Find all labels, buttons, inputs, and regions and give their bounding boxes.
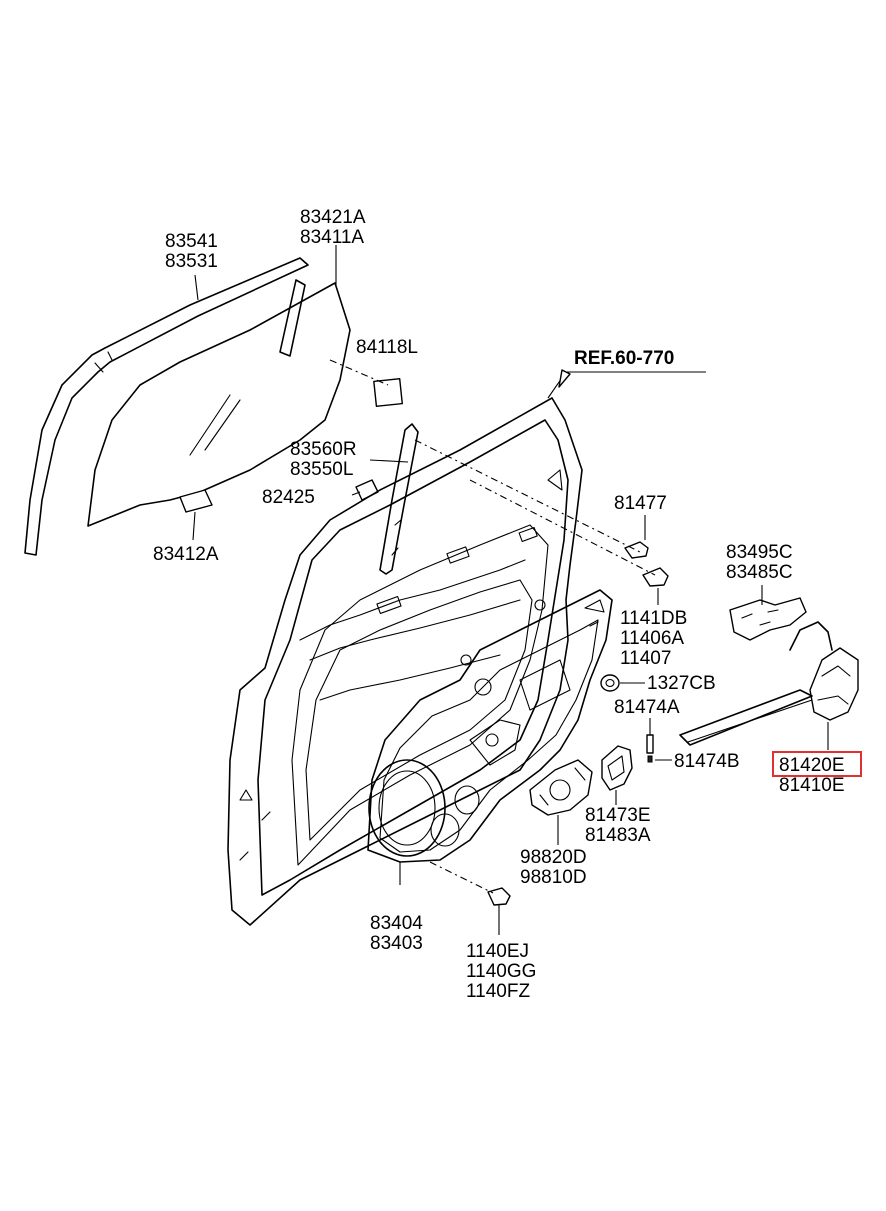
reference-label: REF.60-770 <box>574 348 674 369</box>
label-81410E: 81410E <box>779 775 845 796</box>
label-81474A: 81474A <box>614 697 680 718</box>
label-83412A: 83412A <box>153 544 219 565</box>
label-1140EJ: 1140EJ <box>466 941 529 962</box>
label-98820D: 98820D <box>520 847 587 868</box>
label-84118L: 84118L <box>356 337 418 358</box>
module-panel <box>367 589 613 863</box>
label-81483A: 81483A <box>585 825 651 846</box>
label-1141DB: 1141DB <box>620 608 687 629</box>
hardware <box>487 541 859 906</box>
label-81477: 81477 <box>614 493 667 514</box>
part-labels: REF.60-770 83541 83531 83421A 83411A 841… <box>153 207 862 1002</box>
door-glass-assembly <box>24 257 403 556</box>
label-81473E: 81473E <box>585 805 651 826</box>
door-shell <box>227 397 583 926</box>
label-83411A: 83411A <box>300 227 364 248</box>
leader-lines <box>192 245 829 935</box>
label-1140FZ: 1140FZ <box>466 981 530 1002</box>
label-83560R: 83560R <box>290 439 357 460</box>
label-83495C: 83495C <box>726 542 793 563</box>
label-83531: 83531 <box>165 251 218 272</box>
label-11407: 11407 <box>620 648 671 669</box>
label-81474B: 81474B <box>674 751 740 772</box>
label-83485C: 83485C <box>726 562 793 583</box>
label-83403: 83403 <box>370 933 423 954</box>
label-81420E: 81420E <box>779 755 845 776</box>
label-83541: 83541 <box>165 231 218 252</box>
highlight-box <box>772 751 862 777</box>
label-98810D: 98810D <box>520 867 587 888</box>
label-83421A: 83421A <box>300 207 366 228</box>
rear-channel-strip <box>379 423 419 575</box>
label-83404: 83404 <box>370 913 423 934</box>
label-82425: 82425 <box>262 487 315 508</box>
label-1327CB: 1327CB <box>647 673 716 694</box>
label-11406A: 11406A <box>620 628 684 649</box>
label-83550L: 83550L <box>290 459 353 480</box>
label-1140GG: 1140GG <box>466 961 536 982</box>
